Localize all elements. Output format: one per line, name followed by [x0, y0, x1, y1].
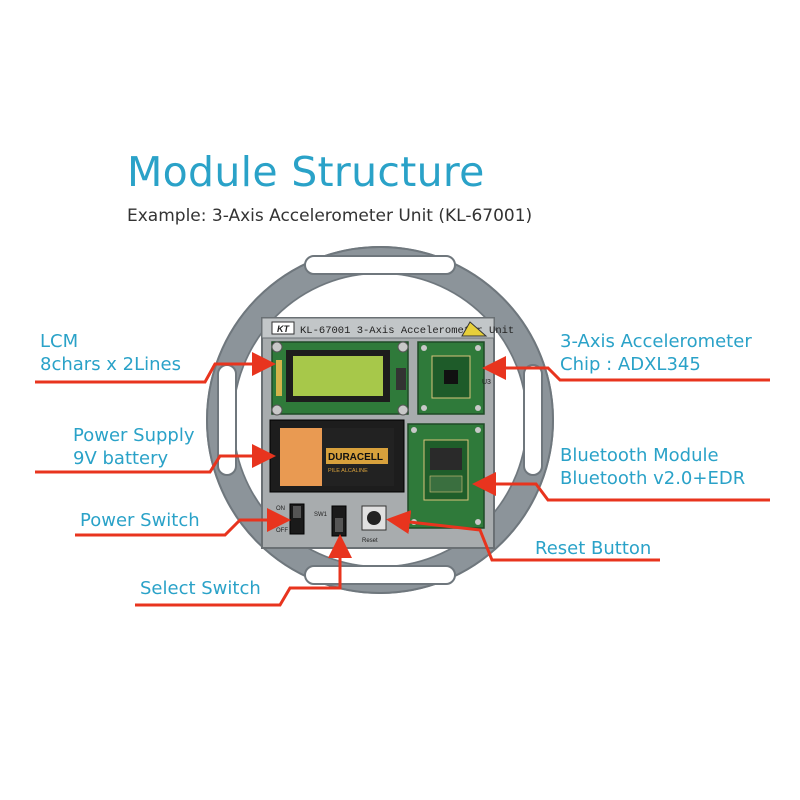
arrow-accelerometer [482, 356, 770, 382]
page-title: Module Structure [127, 148, 485, 196]
accelerometer-board [417, 341, 485, 415]
arrow-power-supply [35, 444, 276, 474]
callout-lcm: LCM 8chars x 2Lines [40, 330, 181, 376]
select-switch[interactable] [331, 505, 347, 537]
board-label: KL-67001 3-Axis Accelerometer Unit [300, 325, 514, 337]
callout-power-supply-line2: 9V battery [73, 448, 169, 469]
page-subtitle: Example: 3-Axis Accelerometer Unit (KL-6… [127, 206, 533, 226]
power-switch[interactable] [289, 503, 305, 535]
callout-power-switch: Power Switch [80, 509, 200, 532]
lcd-screen [293, 356, 383, 396]
callout-select-switch-line1: Select Switch [140, 578, 261, 599]
select-switch-label: SW1 [314, 512, 328, 518]
callout-select-switch: Select Switch [140, 577, 261, 600]
power-switch-on-label: ON [276, 506, 285, 512]
arrow-select-switch [135, 534, 352, 607]
callout-power-supply-line1: Power Supply [73, 425, 195, 446]
callout-lcm-line1: LCM [40, 331, 79, 352]
logo-text: KT [277, 324, 290, 334]
esd-warning-icon [461, 321, 488, 337]
arrow-bluetooth [472, 472, 770, 502]
callout-bluetooth-line2: Bluetooth v2.0+EDR [560, 468, 746, 489]
battery-sub: PILE ALCALINE [328, 468, 368, 474]
metal-base-ring [206, 246, 554, 594]
arrow-lcm [35, 352, 276, 384]
callout-accelerometer-line2: Chip : ADXL345 [560, 354, 701, 375]
lcm-module [271, 341, 409, 416]
callout-lcm-line2: 8chars x 2Lines [40, 354, 182, 375]
callout-power-switch-line1: Power Switch [80, 510, 200, 531]
arrow-reset [386, 510, 660, 562]
power-switch-off-label: OFF [276, 528, 288, 534]
callout-accelerometer-line1: 3-Axis Accelerometer [560, 331, 752, 352]
callout-accelerometer: 3-Axis Accelerometer Chip : ADXL345 [560, 330, 752, 376]
bluetooth-board [407, 423, 485, 529]
panel-header [261, 317, 495, 339]
arrow-power-switch [75, 508, 291, 537]
callout-power-supply: Power Supply 9V battery [73, 424, 194, 470]
reset-board-label: Reset [362, 538, 378, 544]
reset-button[interactable] [361, 505, 387, 531]
callout-arrows [35, 352, 770, 607]
kt-logo [271, 321, 295, 335]
battery-holder [269, 419, 405, 493]
callout-bluetooth: Bluetooth Module Bluetooth v2.0+EDR [560, 444, 745, 490]
battery-brand: DURACELL [328, 452, 383, 463]
u3-label: U3 [482, 379, 491, 386]
callout-reset-button-line1: Reset Button [535, 538, 652, 559]
callout-bluetooth-line1: Bluetooth Module [560, 445, 719, 466]
callout-reset-button: Reset Button [535, 537, 651, 560]
